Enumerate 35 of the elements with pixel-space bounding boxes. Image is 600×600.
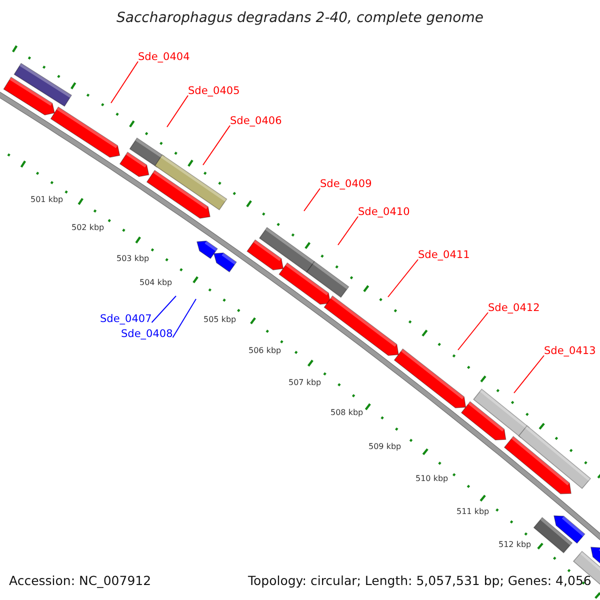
scale-label: 506 kbp bbox=[248, 347, 282, 355]
gene-label: Sde_0404 bbox=[138, 52, 190, 62]
gene-label: Sde_0413 bbox=[544, 346, 596, 356]
scale-label: 502 kbp bbox=[72, 224, 104, 232]
leader-line bbox=[514, 355, 544, 394]
scale-label: 512 kbp bbox=[498, 541, 532, 549]
scale-label: 504 kbp bbox=[140, 279, 172, 287]
gene-label: Sde_0410 bbox=[358, 207, 410, 218]
scale-label: 510 kbp bbox=[416, 475, 448, 483]
gene-label: Sde_0405 bbox=[188, 86, 240, 96]
scale-label: 511 kbp bbox=[456, 508, 490, 516]
gene-label: Sde_0408 bbox=[121, 329, 173, 340]
leader-line bbox=[304, 188, 320, 212]
gene-label: Sde_0407 bbox=[100, 314, 152, 324]
leader-line bbox=[338, 216, 358, 246]
gene-label: Sde_0411 bbox=[418, 250, 470, 260]
title: Saccharophagus degradans 2-40, complete genome bbox=[116, 11, 484, 25]
genome-summary-text: Topology: circular; Length: 5,057,531 bp; Genes: 4,056 bbox=[248, 575, 592, 588]
gene-label: Sde_0412 bbox=[488, 303, 540, 314]
leader-line bbox=[202, 125, 230, 166]
leader-line bbox=[110, 61, 138, 104]
leader-line bbox=[172, 298, 196, 338]
leader-line bbox=[166, 95, 188, 128]
scale-label: 505 kbp bbox=[204, 316, 236, 324]
scale-label: 501 kbp bbox=[30, 196, 64, 204]
scale-label: 509 kbp bbox=[368, 443, 402, 451]
scale-label: 507 kbp bbox=[288, 379, 322, 387]
leader-line bbox=[151, 296, 176, 323]
scale-label: 508 kbp bbox=[330, 409, 364, 417]
gene-label: Sde_0406 bbox=[230, 116, 282, 126]
accession-text: Accession: NC_007912 bbox=[9, 575, 152, 588]
leader-line bbox=[388, 259, 418, 298]
scale-label: 503 kbp bbox=[116, 255, 150, 263]
gene-label: Sde_0409 bbox=[320, 179, 372, 190]
leader-line bbox=[458, 312, 488, 350]
